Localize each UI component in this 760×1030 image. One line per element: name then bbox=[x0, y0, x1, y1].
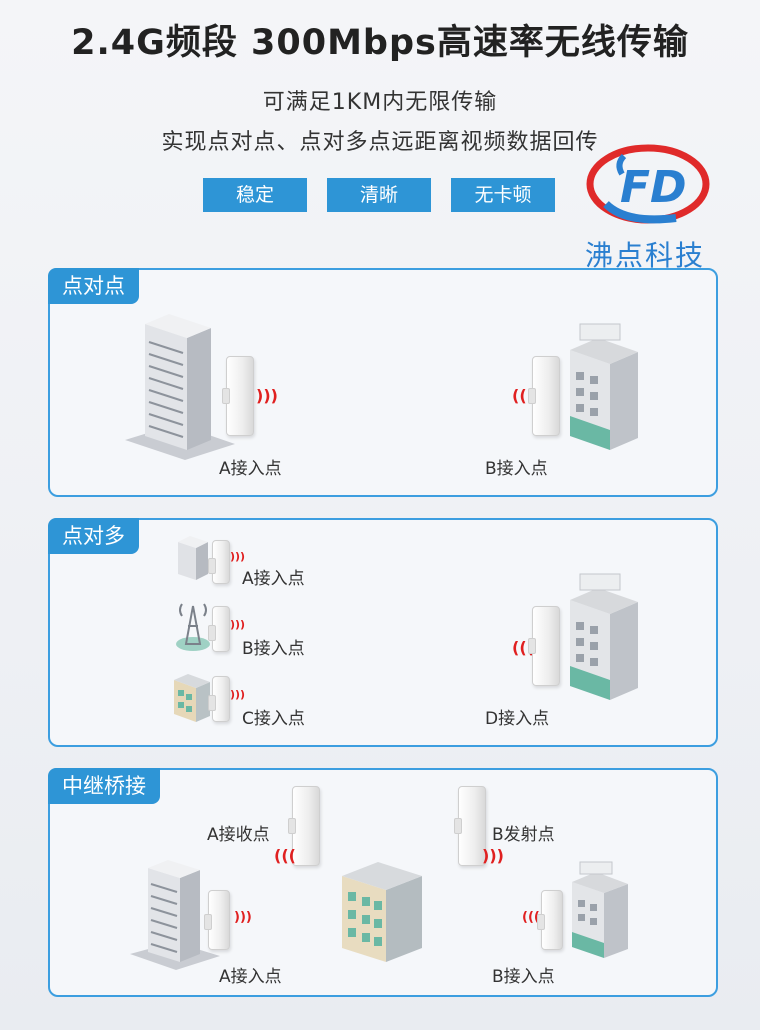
label-b-access-point: B接入点 bbox=[242, 639, 305, 659]
bridge-device-a bbox=[222, 356, 254, 436]
bridge-device-b bbox=[537, 890, 563, 950]
office-building-icon bbox=[125, 312, 235, 460]
bridge-device-c bbox=[208, 676, 230, 722]
relay-device-transmitter bbox=[454, 786, 486, 866]
signal-tower-icon bbox=[174, 596, 212, 654]
apartment-building-icon bbox=[566, 320, 642, 452]
label-d-access-point: D接入点 bbox=[485, 709, 550, 729]
wifi-signal-icon: ))) bbox=[230, 688, 246, 701]
label-a-access-point: A接入点 bbox=[219, 459, 282, 479]
label-c-access-point: C接入点 bbox=[242, 709, 305, 729]
wifi-signal-icon: ))) bbox=[482, 846, 504, 865]
wifi-signal-icon: ))) bbox=[256, 386, 278, 405]
bridge-device-a bbox=[204, 890, 230, 950]
office-building-icon bbox=[130, 858, 220, 970]
wifi-signal-icon: ))) bbox=[234, 910, 252, 925]
label-b-access-point: B接入点 bbox=[492, 967, 555, 987]
small-building-icon bbox=[176, 534, 210, 582]
bridge-device-d bbox=[528, 606, 560, 686]
fd-logo-icon: FD bbox=[586, 144, 710, 224]
residential-building-icon bbox=[340, 860, 424, 964]
wifi-signal-icon: ((( bbox=[274, 846, 296, 865]
label-a-access-point: A接入点 bbox=[242, 569, 305, 589]
apartment-building-icon bbox=[570, 860, 630, 960]
bridge-device-b bbox=[528, 356, 560, 436]
logo-mark: FD bbox=[620, 162, 687, 213]
apartment-building-icon bbox=[566, 570, 642, 702]
wifi-signal-icon: ))) bbox=[230, 550, 246, 563]
page-title: 2.4G频段 300Mbps高速率无线传输 bbox=[71, 23, 689, 63]
feature-smooth-badge: 无卡顿 bbox=[451, 178, 555, 212]
subtitle-purpose: 实现点对点、点对多点远距离视频数据回传 bbox=[161, 130, 599, 155]
label-a-access-point: A接入点 bbox=[219, 967, 282, 987]
relay-tab: 中继桥接 bbox=[48, 768, 160, 804]
feature-stable-badge: 稳定 bbox=[203, 178, 307, 212]
label-b-access-point: B接入点 bbox=[485, 459, 548, 479]
label-a-receive-point: A接收点 bbox=[207, 825, 270, 845]
residential-building-icon bbox=[172, 672, 212, 724]
p2p-tab: 点对点 bbox=[48, 268, 139, 304]
relay-device-receiver bbox=[288, 786, 320, 866]
brand-name: 沸点科技 bbox=[585, 239, 706, 272]
wifi-signal-icon: ))) bbox=[230, 618, 246, 631]
bridge-device-b bbox=[208, 606, 230, 652]
wifi-signal-icon: ((( bbox=[522, 910, 540, 925]
bridge-device-a bbox=[208, 540, 230, 584]
feature-clear-badge: 清晰 bbox=[327, 178, 431, 212]
subtitle-range: 可满足1KM内无限传输 bbox=[262, 90, 498, 115]
label-b-send-point: B发射点 bbox=[492, 825, 555, 845]
p2mp-tab: 点对多 bbox=[48, 518, 139, 554]
brand-logo: FD bbox=[586, 134, 728, 230]
